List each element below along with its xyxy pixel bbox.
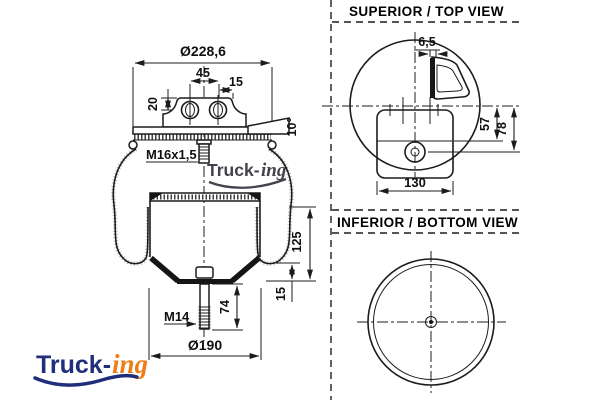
bottom-stud-threads	[198, 306, 211, 329]
dim-fitting-thickness: 6,5	[418, 35, 435, 49]
bottom-view-drawing: INFERIOR / BOTTOM VIEW	[332, 209, 521, 393]
dim-base-height: 15	[274, 287, 288, 301]
bolt-hole-left	[180, 100, 200, 120]
side-view-drawing: Ø228,6 45 15 20 10°	[111, 43, 316, 360]
logo-swoosh	[208, 177, 287, 189]
dim-hole-offset-outer: 78	[495, 122, 509, 136]
label-bottom-thread: M14	[164, 309, 190, 324]
top-view-plate	[376, 109, 454, 179]
dim-hole-offset-inner: 57	[478, 117, 492, 131]
piston-base-plate	[177, 279, 233, 284]
piston-skirt-right	[230, 255, 261, 284]
bellows-left-wall	[112, 148, 149, 265]
dim-bolt-spacing: 45	[196, 66, 210, 80]
top-view-title: SUPERIOR / TOP VIEW	[349, 4, 504, 19]
top-view-bolt-ticks	[389, 97, 439, 124]
top-view-center-hole	[404, 141, 426, 163]
logo-footer: Truck- ing	[33, 349, 148, 387]
air-fitting-side	[247, 117, 290, 135]
logo-suffix: ing	[261, 160, 286, 181]
top-view-drawing: SUPERIOR / TOP VIEW 6,5 57 78	[322, 4, 521, 195]
dim-body-height: 125	[290, 232, 304, 253]
bolt-hole-right	[208, 100, 228, 120]
logo-word: Truck-	[36, 351, 111, 379]
bead-right	[267, 140, 277, 150]
bottom-view-title: INFERIOR / BOTTOM VIEW	[337, 215, 518, 230]
bottom-view-center-hole	[425, 316, 437, 328]
bead-left	[128, 140, 138, 150]
dim-fitting-angle: 10°	[285, 118, 299, 137]
piston-top-band	[149, 192, 261, 202]
logo-word: Truck-	[207, 160, 260, 180]
logo-swoosh	[33, 373, 139, 387]
dim-bolt-offset: 15	[229, 75, 243, 89]
air-fitting-top	[431, 56, 470, 100]
dim-plate-width: 130	[404, 175, 426, 190]
top-bracket	[162, 97, 247, 128]
stud-boss	[195, 266, 214, 279]
dim-bottom-diameter: Ø190	[188, 337, 222, 353]
dim-top-diameter: Ø228,6	[180, 43, 226, 59]
top-stud-threads	[199, 146, 209, 160]
logo-watermark: Truck- ing	[207, 160, 287, 189]
bellows-right-wall	[256, 148, 293, 265]
label-top-thread: M16x1,5	[146, 147, 197, 162]
dim-stud-length: 74	[218, 300, 232, 314]
dim-boss-height: 20	[146, 97, 160, 111]
piston-skirt-left	[149, 255, 180, 284]
